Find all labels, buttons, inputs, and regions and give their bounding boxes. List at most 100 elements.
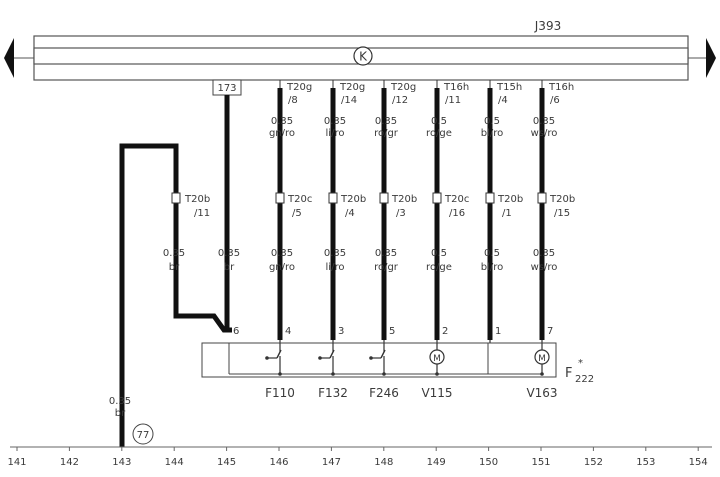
wire-top-connector: T16h <box>548 82 574 93</box>
component-label: F110 <box>265 386 295 400</box>
control-unit-label: J393 <box>534 19 561 33</box>
wire-mid-pin: /3 <box>396 208 406 219</box>
wire-top-connector: T16h <box>443 82 469 93</box>
wire-mid-connector <box>537 192 547 204</box>
ground-wire <box>119 143 179 447</box>
terminal-wire-color: br <box>224 262 235 273</box>
wire-mid-conn-label: T20b <box>497 194 523 205</box>
wire-top-pin: /12 <box>392 95 408 106</box>
wire-term-pin: 4 <box>285 326 291 337</box>
wire-term-pin: 7 <box>547 326 553 337</box>
wire-bot-color: bl/ro <box>481 262 504 273</box>
wire-top-size: 0.35 <box>375 116 397 127</box>
ground-wire-color: br <box>115 408 126 419</box>
left-wire-conn-label: T20b <box>184 194 210 205</box>
wire-mid-connector <box>379 192 389 204</box>
wire-term-pin: 5 <box>389 326 395 337</box>
wire-term-pin: 3 <box>338 326 344 337</box>
module-box <box>201 342 557 378</box>
wire-top-color: bl/ro <box>481 128 504 139</box>
wire-mid-pin: /15 <box>554 208 570 219</box>
switch-icon <box>380 349 386 359</box>
wire-mid-connector <box>485 192 495 204</box>
left-wire-conn-pin: /11 <box>194 208 210 219</box>
terminal-wire-size: 0.35 <box>218 248 240 259</box>
wire-top-color: ws/ro <box>531 128 558 139</box>
left-harness <box>119 95 232 447</box>
wire-top-pin: /14 <box>341 95 357 106</box>
axis-label: 145 <box>217 457 236 468</box>
axis-label: 144 <box>165 457 184 468</box>
component-label: V163 <box>526 386 557 400</box>
control-unit-bar: K J393 <box>4 19 716 81</box>
axis-label: 143 <box>112 457 131 468</box>
component-c3: F246 <box>369 343 399 400</box>
wire-bot-color: li/ro <box>326 262 345 273</box>
wire-mid-pin: /1 <box>502 208 512 219</box>
wire-top-size: 0.35 <box>271 116 293 127</box>
component-label: F246 <box>369 386 399 400</box>
wire-mid-pin: /4 <box>345 208 355 219</box>
wire-top-connector: T15h <box>496 82 522 93</box>
component-group: F110 F132 F246 M V115 M V163 <box>265 343 558 400</box>
wire-top-connector: T20g <box>286 82 312 93</box>
switch-icon <box>329 349 335 359</box>
wire-bot-size: 0.5 <box>431 248 447 259</box>
wire-mid-conn-label: T20c <box>444 194 469 205</box>
motor-symbol: M <box>433 354 441 364</box>
wire-top-connector: T20g <box>390 82 416 93</box>
control-unit-symbol: K <box>359 50 368 64</box>
wire-term-pin: 2 <box>442 326 448 337</box>
wire-term-pin: 1 <box>495 326 501 337</box>
axis-label: 148 <box>374 457 393 468</box>
component-label: F132 <box>318 386 348 400</box>
wire-top-pin: /4 <box>498 95 508 106</box>
wire-top-color: ro/gr <box>374 128 399 139</box>
wire-top-color: gn/ro <box>269 128 295 139</box>
left-wire-color: br <box>169 262 180 273</box>
wire-mid-connector <box>432 192 442 204</box>
left-wire-size: 0.35 <box>163 248 185 259</box>
wire-bot-color: ro/ge <box>426 262 452 273</box>
wire-bot-size: 0.35 <box>271 248 293 259</box>
axis-label: 147 <box>322 457 341 468</box>
component-label: V115 <box>421 386 452 400</box>
wire-mid-conn-label: T20b <box>340 194 366 205</box>
bar-left-arrow <box>4 38 14 78</box>
wire-top-color: ro/ge <box>426 128 452 139</box>
ground-wire-size: 0.35 <box>109 396 131 407</box>
ground-point-label: 77 <box>137 430 150 441</box>
wire-bot-size: 0.35 <box>324 248 346 259</box>
wire-bot-size: 0.5 <box>484 248 500 259</box>
wire-top-size: 0.35 <box>324 116 346 127</box>
wire-mid-pin: /5 <box>292 208 302 219</box>
left-wire <box>173 150 232 333</box>
wire-top-size: 0.5 <box>484 116 500 127</box>
component-c1: F110 <box>265 343 295 400</box>
axis-label: 150 <box>479 457 498 468</box>
wire-group: T20g/80.35gn/roT20c/50.35gn/ro4T20g/140.… <box>269 80 575 343</box>
wire-mid-conn-label: T20b <box>391 194 417 205</box>
wire-top-connector: T20g <box>339 82 365 93</box>
motor-symbol: M <box>538 354 546 364</box>
component-c4: M V115 <box>421 343 453 400</box>
wire-top-size: 0.35 <box>533 116 555 127</box>
axis-label: 154 <box>689 457 708 468</box>
clock-icon <box>353 46 373 66</box>
module-mark: * <box>578 358 583 369</box>
left-wire-connector <box>171 192 181 204</box>
wire-bot-color: gn/ro <box>269 262 295 273</box>
wire-bot-color: ro/gr <box>374 262 399 273</box>
terminal-wire-pin: 6 <box>233 326 239 337</box>
wire-top-color: li/ro <box>326 128 345 139</box>
wire-mid-conn-label: T20c <box>287 194 312 205</box>
axis-label: 146 <box>269 457 288 468</box>
wire-mid-connector <box>275 192 285 204</box>
wire-bot-size: 0.35 <box>533 248 555 259</box>
